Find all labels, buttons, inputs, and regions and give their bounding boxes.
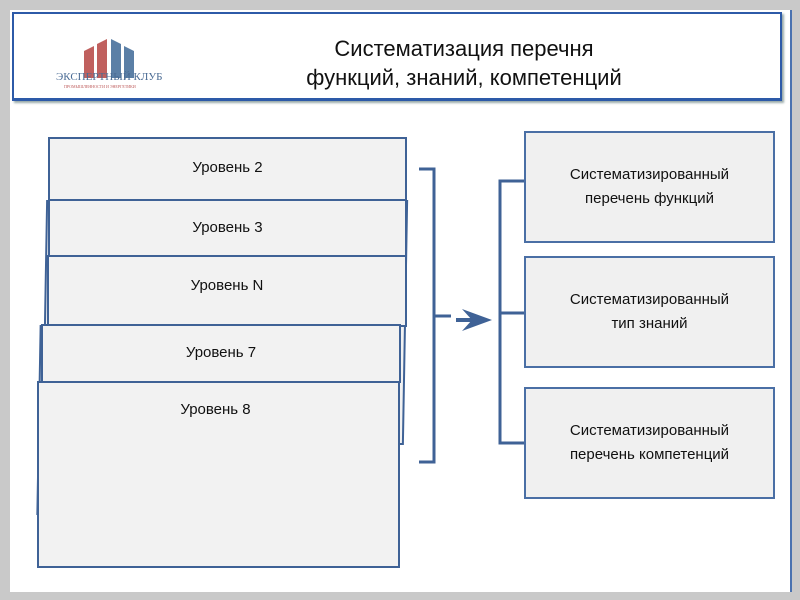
level-label: Уровень 3 bbox=[192, 219, 263, 236]
header-panel: ЭКСПЕРТНЫЙ КЛУБ ПРОМЫШЛЕННОСТИ И ЭНЕРГЕТ… bbox=[12, 12, 782, 101]
output-box-functions: Систематизированный перечень функций bbox=[524, 131, 775, 243]
level-label: Уровень N bbox=[190, 277, 264, 294]
output-line: тип знаний bbox=[611, 315, 688, 332]
title-line-2: функций, знаний, компетенций bbox=[306, 65, 622, 90]
arrow-right-icon bbox=[456, 309, 492, 331]
level-card-n: Уровень N bbox=[47, 255, 407, 327]
logo-name: ЭКСПЕРТНЫЙ КЛУБ bbox=[56, 71, 163, 83]
output-line: перечень функций bbox=[585, 190, 714, 207]
level-label: Уровень 8 bbox=[180, 401, 251, 418]
logo-subtitle: ПРОМЫШЛЕННОСТИ И ЭНЕРГЕТИКИ bbox=[64, 84, 136, 89]
output-box-competencies: Систематизированный перечень компетенций bbox=[524, 387, 775, 499]
right-bracket bbox=[498, 179, 524, 445]
output-line: Систематизированный bbox=[569, 422, 730, 439]
page-title: Систематизация перечня функций, знаний, … bbox=[214, 34, 714, 92]
output-box-knowledge: Систематизированный тип знаний bbox=[524, 256, 775, 368]
logo-icon bbox=[84, 39, 134, 78]
level-label: Уровень 2 bbox=[192, 159, 263, 176]
level-label: Уровень 7 bbox=[185, 344, 257, 361]
left-bracket bbox=[419, 167, 436, 464]
level-card-3: Уровень 3 bbox=[48, 199, 407, 257]
output-line: Систематизированный bbox=[569, 291, 730, 308]
level-card-7: Уровень 7 bbox=[41, 324, 401, 383]
level-card-8: Уровень 8 bbox=[37, 381, 400, 568]
title-line-1: Систематизация перечня bbox=[334, 36, 594, 61]
output-line: перечень компетенций bbox=[569, 446, 730, 463]
output-line: Систематизированный bbox=[569, 166, 730, 183]
